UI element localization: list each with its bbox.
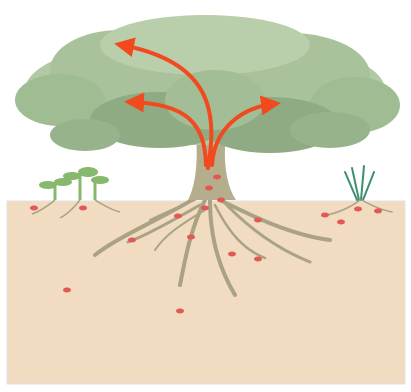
- tree-canopy: [15, 15, 400, 153]
- soil-cross-section: [7, 201, 405, 384]
